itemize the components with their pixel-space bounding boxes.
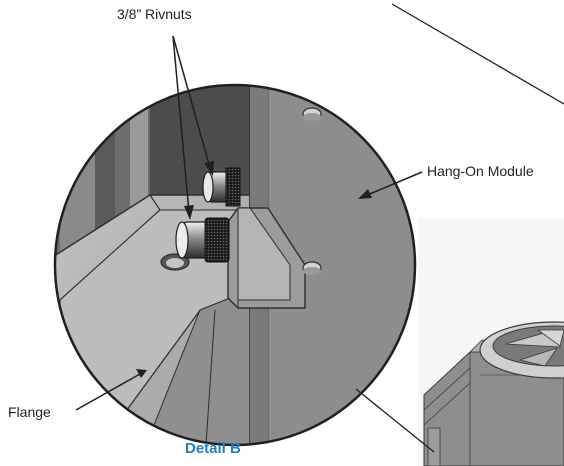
flange-callout-label: Flange xyxy=(8,404,51,420)
detail-leader-bottom xyxy=(355,388,435,453)
flange-arrow xyxy=(75,369,147,411)
rivnuts-callout-label: 3/8” Rivnuts xyxy=(117,6,192,22)
hang-on-module-callout-label: Hang-On Module xyxy=(427,163,534,179)
detail-b-magnified-view xyxy=(55,85,415,445)
detail-circle-outline xyxy=(53,83,417,447)
rivnut-arrows xyxy=(172,35,214,220)
hang-on-module-arrow xyxy=(358,171,423,199)
rivnut-upper xyxy=(202,167,241,207)
rivnut-lower xyxy=(175,217,230,263)
detail-caption: Detail B xyxy=(185,440,241,457)
unit-overview xyxy=(418,218,564,466)
detail-leader-top xyxy=(391,3,564,105)
